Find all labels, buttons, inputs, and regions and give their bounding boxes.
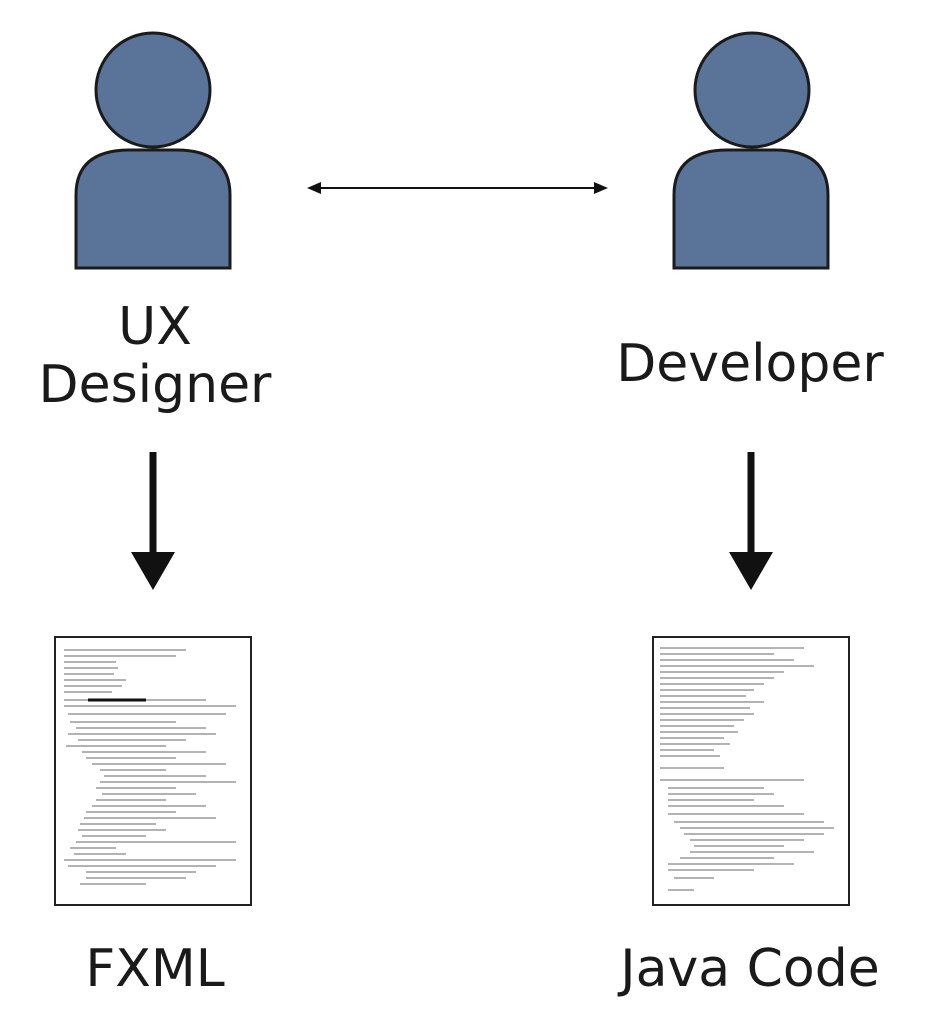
ux-designer-label: UX Designer	[38, 297, 272, 415]
ux-down-arrow	[131, 452, 175, 590]
developer-person-icon	[672, 31, 830, 270]
fxml-label: FXML	[85, 939, 225, 999]
developer-down-arrow	[729, 452, 773, 590]
collaboration-arrow	[307, 182, 608, 194]
java-code-document-icon	[652, 636, 850, 906]
developer-label: Developer	[616, 334, 884, 394]
java-code-label: Java Code	[620, 939, 880, 999]
ux-designer-person-icon	[74, 31, 232, 270]
fxml-document-icon	[54, 636, 252, 906]
